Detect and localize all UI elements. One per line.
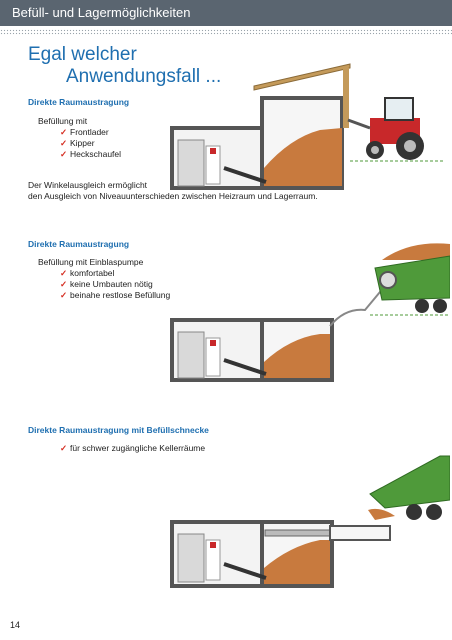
woodchip-pile	[264, 540, 330, 584]
boiler-unit	[205, 539, 221, 581]
headline-line-1: Egal welcher	[28, 44, 137, 65]
woodchip-pile	[264, 128, 342, 186]
dotted-divider	[0, 29, 452, 35]
illustration-blower	[170, 243, 450, 382]
check-icon: ✓	[60, 268, 68, 278]
section-1-description: Der Winkelausgleich ermöglicht den Ausgl…	[28, 180, 318, 201]
boiler-indicator	[210, 542, 216, 548]
check-icon: ✓	[60, 138, 68, 148]
list-item: ✓Frontlader	[60, 127, 109, 137]
page-header: Befüll- und Lagermöglichkeiten	[0, 0, 452, 26]
woodchip-pile	[264, 334, 330, 378]
auger	[223, 358, 267, 376]
boiler-tank	[177, 139, 205, 187]
section-1-intro: Befüllung mit	[38, 116, 88, 126]
check-icon: ✓	[60, 279, 68, 289]
list-item: ✓keine Umbauten nötig	[60, 279, 153, 289]
section-1-title: Direkte Raumaustragung	[28, 97, 130, 107]
page-header-title: Befüll- und Lagermöglichkeiten	[12, 5, 191, 20]
section-1-list: ✓Frontlader ✓Kipper ✓Heckschaufel	[60, 127, 121, 160]
illustration-filling-screw	[170, 455, 450, 588]
roof	[253, 63, 351, 91]
check-icon: ✓	[60, 127, 68, 137]
check-icon: ✓	[60, 149, 68, 159]
section-2-title: Direkte Raumaustragung	[28, 239, 130, 249]
blower-hose	[329, 285, 386, 327]
page-number: 14	[10, 620, 21, 630]
trailer	[368, 455, 450, 520]
section-2-list: ✓komfortabel ✓keine Umbauten nötig ✓bein…	[60, 268, 170, 301]
boiler-tank	[177, 533, 205, 583]
boiler-indicator	[210, 148, 216, 154]
section-2-intro: Befüllung mit Einblaspumpe	[38, 257, 144, 267]
check-icon: ✓	[60, 290, 68, 300]
tractor	[347, 97, 424, 160]
list-item: ✓beinahe restlose Befüllung	[60, 290, 171, 300]
list-item: ✓komfortabel	[60, 268, 115, 278]
list-item: ✓Heckschaufel	[60, 149, 122, 159]
section-3-list: ✓für schwer zugängliche Kellerräume	[60, 443, 205, 454]
trailer	[374, 243, 450, 313]
boiler-indicator	[210, 340, 216, 346]
screw-shaft	[329, 525, 391, 541]
check-icon: ✓	[60, 443, 68, 453]
boiler-tank	[177, 331, 205, 379]
boiler-unit	[205, 145, 221, 185]
auger	[223, 166, 267, 184]
auger	[223, 562, 267, 580]
list-item: ✓für schwer zugängliche Kellerräume	[60, 443, 206, 453]
boiler-unit	[205, 337, 221, 377]
illustration-frontloader	[170, 63, 445, 190]
list-item: ✓Kipper	[60, 138, 95, 148]
section-3-title: Direkte Raumaustragung mit Befüllschneck…	[28, 425, 209, 435]
headline-line-2: Anwendungsfall ...	[66, 66, 222, 87]
